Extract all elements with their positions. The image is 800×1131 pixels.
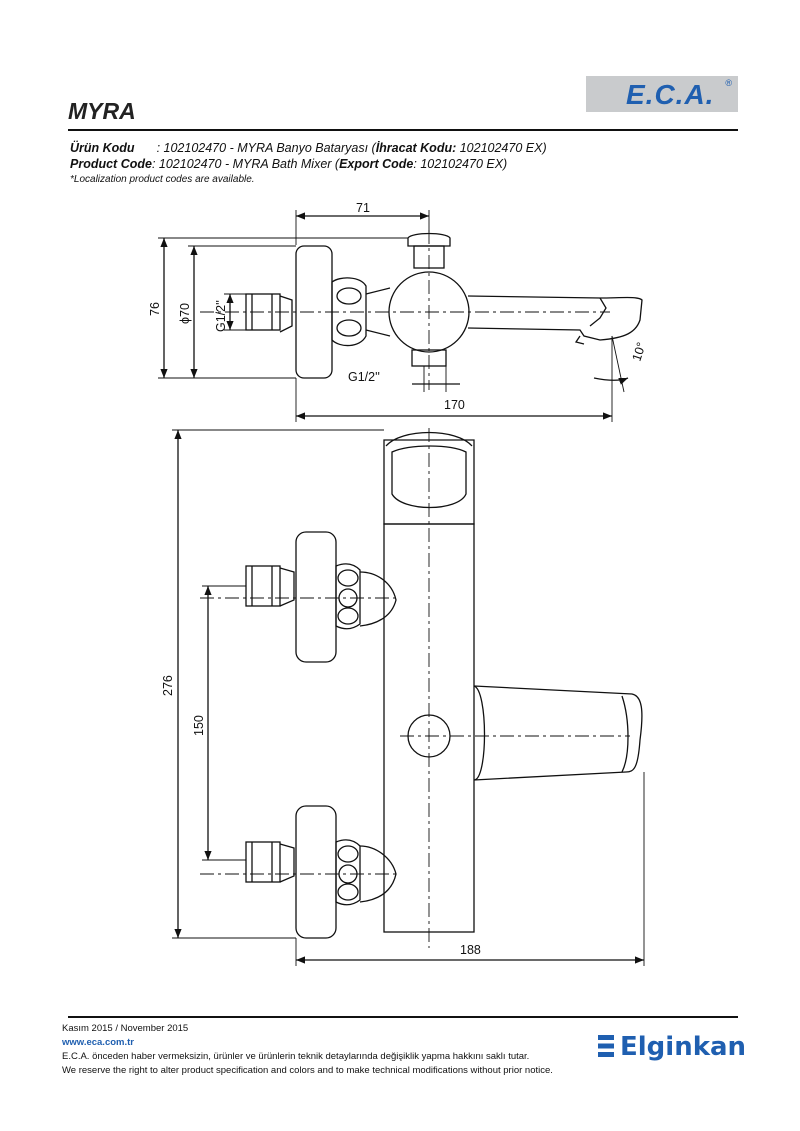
elginkan-logo: Elginkan — [598, 1032, 746, 1062]
footer-url[interactable]: www.eca.com.tr — [62, 1037, 134, 1048]
footer: Kasım 2015 / November 2015 www.eca.com.t… — [62, 1022, 553, 1078]
tr-export-label: İhracat Kodu: — [375, 141, 457, 155]
product-title: MYRA — [68, 98, 136, 124]
en-code-line: Product Code: 102102470 - MYRA Bath Mixe… — [70, 156, 547, 172]
product-codes: Ürün Kodu : 102102470 - MYRA Banyo Batary… — [70, 140, 547, 188]
dim-10: 10° — [630, 341, 649, 363]
en-code-label: Product Code — [70, 157, 152, 171]
front-lower-eccentric — [335, 839, 361, 906]
front-upper-flange — [295, 531, 337, 663]
top-handle-cap — [407, 232, 451, 247]
tr-code-line: Ürün Kodu : 102102470 - MYRA Banyo Batary… — [70, 140, 547, 156]
dim-76: 76 — [148, 302, 162, 316]
header-divider — [68, 129, 738, 131]
footer-date: Kasım 2015 / November 2015 — [62, 1023, 189, 1034]
en-code-value: : 102102470 - MYRA Bath Mixer ( — [151, 157, 340, 171]
front-upper-nut — [245, 565, 281, 607]
dim-150: 150 — [192, 715, 206, 736]
elginkan-bars-icon — [598, 1035, 614, 1057]
footer-disclaimer-en: We reserve the right to alter product sp… — [62, 1065, 553, 1076]
eca-logo: E.C.A. ® — [586, 76, 738, 112]
dim-276: 276 — [161, 675, 175, 696]
front-upper-elbow — [359, 571, 397, 627]
eca-logo-text: E.C.A. — [626, 79, 715, 110]
front-lower-flange — [295, 805, 337, 939]
top-inlet-neck — [279, 295, 293, 333]
front-spout — [473, 685, 643, 781]
registered-mark: ® — [725, 78, 732, 88]
en-export-value: : 102102470 EX) — [413, 157, 508, 171]
dim-188: 188 — [460, 943, 481, 957]
front-lower-nut — [245, 841, 281, 883]
dim-g12-left: G1/2'' — [214, 300, 228, 332]
top-eccentric — [331, 277, 367, 347]
dim-170: 170 — [444, 398, 465, 412]
footer-disclaimer-tr: E.C.A. önceden haber vermeksizin, ürünle… — [62, 1051, 530, 1062]
tr-code-label: Ürün Kodu — [70, 141, 135, 155]
dim-10-arc — [593, 377, 629, 385]
dim-70: ϕ70 — [178, 303, 192, 324]
tr-export-value: 102102470 EX) — [456, 141, 547, 155]
localization-note: *Localization product codes are availabl… — [70, 174, 255, 185]
top-spout — [467, 295, 643, 341]
en-export-label: Export Code — [339, 157, 414, 171]
footer-divider — [68, 1016, 738, 1018]
top-view — [158, 210, 643, 422]
front-upper-eccentric — [335, 563, 361, 630]
front-handle-face — [391, 445, 467, 509]
front-view — [172, 428, 645, 966]
tr-code-value: : 102102470 - MYRA Banyo Bataryası ( — [156, 141, 376, 155]
dim-71: 71 — [356, 201, 370, 215]
dim-g12-bottom: G1/2'' — [348, 370, 380, 384]
elginkan-logo-text: Elginkan — [620, 1032, 747, 1062]
